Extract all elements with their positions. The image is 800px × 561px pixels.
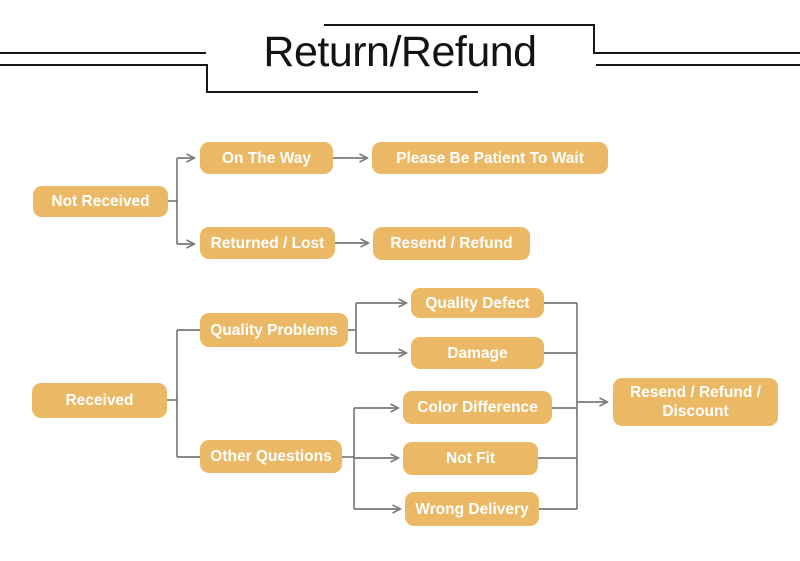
- header-line-left-step: [206, 64, 208, 93]
- header-line-right-step: [593, 24, 595, 54]
- header-line-left-upper: [0, 52, 206, 54]
- node-quality-defect: Quality Defect: [411, 288, 544, 318]
- node-outcome: Resend / Refund / Discount: [613, 378, 778, 426]
- header-line-right-upper: [593, 52, 800, 54]
- header-line-right-lower: [596, 64, 800, 66]
- header-line-top: [324, 24, 595, 26]
- node-color-difference: Color Difference: [403, 391, 552, 424]
- header-line-left-lower: [0, 64, 208, 66]
- node-not-fit: Not Fit: [403, 442, 538, 475]
- node-other-questions: Other Questions: [200, 440, 342, 473]
- node-quality-problems: Quality Problems: [200, 313, 348, 347]
- node-resend-refund: Resend / Refund: [373, 227, 530, 260]
- node-not-received: Not Received: [33, 186, 168, 217]
- node-on-the-way: On The Way: [200, 142, 333, 174]
- header-line-bottom: [206, 91, 478, 93]
- node-received: Received: [32, 383, 167, 418]
- node-wrong-delivery: Wrong Delivery: [405, 492, 539, 526]
- page-title: Return/Refund: [263, 28, 537, 76]
- node-returned-lost: Returned / Lost: [200, 227, 335, 259]
- node-please-be-patient: Please Be Patient To Wait: [372, 142, 608, 174]
- node-damage: Damage: [411, 337, 544, 369]
